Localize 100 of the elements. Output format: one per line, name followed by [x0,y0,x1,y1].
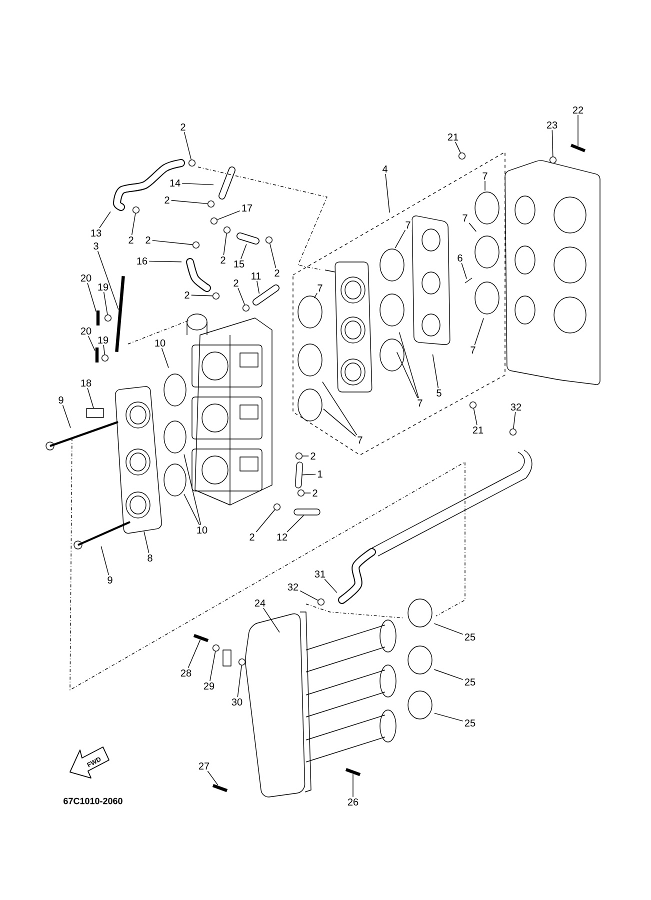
callout-number: 2 [248,532,256,542]
leader-line [473,408,478,426]
clip-ring [210,217,218,225]
leader-line [323,408,356,437]
clip-ring [273,503,281,511]
leader-line [188,639,201,668]
leader-line [455,142,461,154]
callout-number: 16 [135,256,149,266]
leader-line [461,262,467,280]
clip-ring [192,241,200,249]
callout-number: 20 [79,326,93,336]
callout-number: 7 [316,283,324,293]
callout-number: 25 [463,718,477,728]
leader-line [184,132,192,160]
leader-line [434,669,464,680]
leader-line [184,454,202,526]
leader-line [62,404,71,428]
leader-line [352,774,354,798]
callout-number: 7 [461,213,469,223]
callout-number: 2 [219,255,227,265]
callout-number: 18 [79,378,93,388]
callout-number: 7 [481,171,489,181]
clip-ring [317,598,325,606]
leader-line [385,174,390,213]
callout-number: 2 [232,278,240,288]
callout-number: 9 [106,575,114,585]
leader-line [100,546,110,576]
clip-ring [297,489,305,497]
bolt [95,348,99,362]
leader-line [474,318,484,346]
leader-line [103,344,105,355]
leader-line [87,388,94,408]
leader-line [88,336,96,352]
leader-line [304,492,312,494]
callout-number: 11 [250,271,262,281]
leader-line [237,665,242,698]
callout-number: 2 [163,195,171,205]
callout-number: 20 [79,273,93,283]
callout-number: 1 [316,469,324,479]
callout-number: 25 [463,677,477,687]
leader-line [184,494,200,526]
callout-number: 28 [179,668,193,678]
callout-number: 7 [416,398,424,408]
leader-line [238,288,246,306]
clip-ring [265,236,273,244]
leader-line [484,180,486,191]
leader-line [132,213,136,236]
bolt [570,144,586,152]
leader-line [99,211,111,228]
callout-number: 13 [89,228,103,238]
clip-ring [104,314,112,322]
leader-line [269,243,276,268]
callout-number: 5 [435,388,443,398]
callout-number: 7 [469,345,477,355]
clip-ring [101,354,109,362]
callout-number: 24 [253,598,267,608]
clip-ring [223,226,231,234]
leader-line [302,474,316,476]
callout-number: 6 [456,253,464,263]
callout-number: 26 [346,797,360,807]
callout-number: 7 [404,220,412,230]
callout-number: 9 [57,395,65,405]
clip-ring [549,156,557,164]
leader-line [432,354,439,388]
leader-line [256,280,260,294]
clip-ring [207,200,215,208]
leader-line [207,770,218,786]
leader-line [434,712,464,722]
leader-line [87,282,96,312]
clip-ring [212,292,220,300]
clamp [86,408,104,418]
bolt [212,784,228,792]
bolt [96,310,100,326]
clip-ring [238,658,246,666]
clip-ring [212,644,220,652]
clip-ring [509,428,517,436]
leader-line [223,233,227,256]
callout-number: 2 [179,122,187,132]
leader-line [263,608,280,633]
callout-number: 29 [202,681,216,691]
callout-number: 12 [275,532,289,542]
callout-number: 2 [144,235,152,245]
leader-line [314,292,318,298]
callout-number: 2 [311,488,319,498]
clip-ring [188,159,196,167]
tube [294,508,320,516]
clip-ring [132,206,140,214]
callout-number: 27 [197,761,211,771]
callout-number: 32 [509,402,523,412]
callout-number: 3 [92,241,100,251]
leader-line [216,210,240,220]
leader-line [468,222,476,232]
clip-ring [242,304,250,312]
leader-line [148,260,182,262]
clip-ring [295,452,303,460]
leader-line [190,294,213,296]
callout-number: 15 [232,259,246,269]
leader-line [103,292,108,315]
bolt [193,634,209,642]
callout-number: 2 [183,290,191,300]
